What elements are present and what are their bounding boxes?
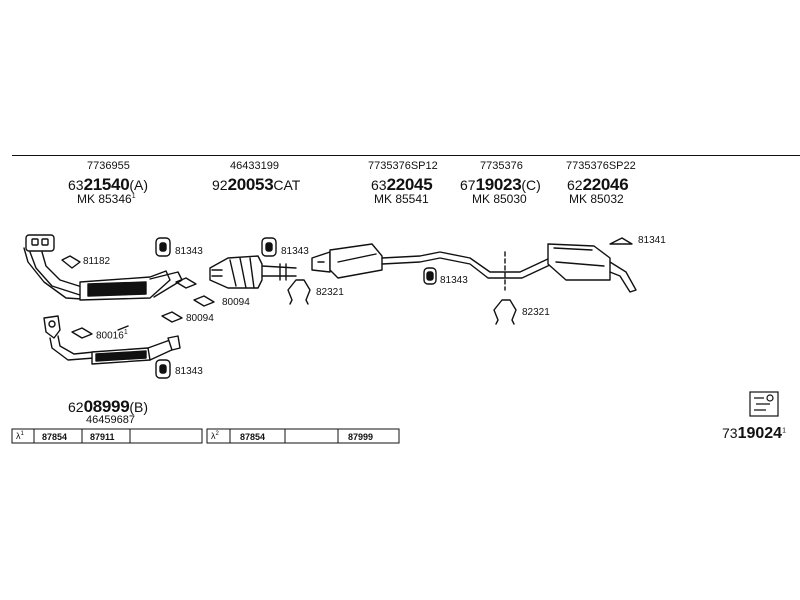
component-label: 81182 (83, 256, 111, 267)
gasket-80094-a (193, 295, 215, 307)
component-label: 81343 (281, 246, 309, 257)
front-pipe-upper (23, 234, 183, 301)
variant-symbol: λ2 (211, 431, 219, 441)
part-number: 6208999(B) (68, 397, 149, 416)
top-rule (12, 155, 800, 156)
part-number: 6719023(C) (460, 175, 541, 194)
hanger-81341 (609, 237, 633, 245)
clamp-82321-b (493, 299, 517, 325)
variant-cell: 87911 (90, 432, 115, 442)
variant-symbol: λ1 (16, 431, 24, 441)
component-label: 81341 (638, 235, 666, 246)
variant-cell: 87854 (240, 432, 266, 442)
component-label: 82321 (522, 307, 550, 318)
mk-number: MK 85032 (569, 192, 624, 206)
variant-cell: 87999 (348, 432, 374, 442)
gasket-80094-b (161, 311, 183, 323)
mk-number: MK 853461 (77, 192, 136, 206)
front-pipe-lower (43, 315, 181, 365)
component-label: 81343 (175, 366, 203, 377)
mk-number: MK 85030 (472, 192, 527, 206)
gasket-small (175, 277, 197, 289)
leader-80016 (117, 325, 129, 331)
oe-number: 7735376SP22 (566, 160, 636, 172)
component-label: 800161 (96, 329, 128, 342)
variant-cell: 87854 (42, 432, 68, 442)
clamp-82321-a (287, 279, 311, 305)
gasket-80016 (71, 327, 93, 339)
component-label: 80094 (186, 313, 214, 324)
diagram-icon (749, 391, 779, 417)
oe-number: 7735376 (480, 160, 523, 172)
clamp-81343-b (261, 237, 277, 257)
part-number: 9220053CAT (212, 175, 301, 194)
oe-number: 46433199 (230, 160, 279, 172)
catalytic-converter (209, 255, 297, 289)
kit-number: 73190241 (722, 425, 786, 442)
oe-number: 46459687 (86, 414, 135, 426)
part-number: 6222046 (567, 175, 629, 194)
component-label: 81343 (175, 246, 203, 257)
component-label: 81343 (440, 275, 468, 286)
component-label: 82321 (316, 287, 344, 298)
clamp-81343-a (155, 237, 171, 257)
oe-number: 7736955 (87, 160, 130, 172)
clamp-81343-d (155, 359, 171, 379)
part-number: 6322045 (371, 175, 433, 194)
clamp-81343-c (423, 267, 437, 285)
component-label: 80094 (222, 297, 250, 308)
part-number: 6321540(A) (68, 175, 149, 194)
rear-silencer (547, 243, 637, 293)
front-silencer (311, 243, 553, 279)
oe-number: 7735376SP12 (368, 160, 438, 172)
mk-number: MK 85541 (374, 192, 429, 206)
gasket-81182 (61, 255, 81, 269)
